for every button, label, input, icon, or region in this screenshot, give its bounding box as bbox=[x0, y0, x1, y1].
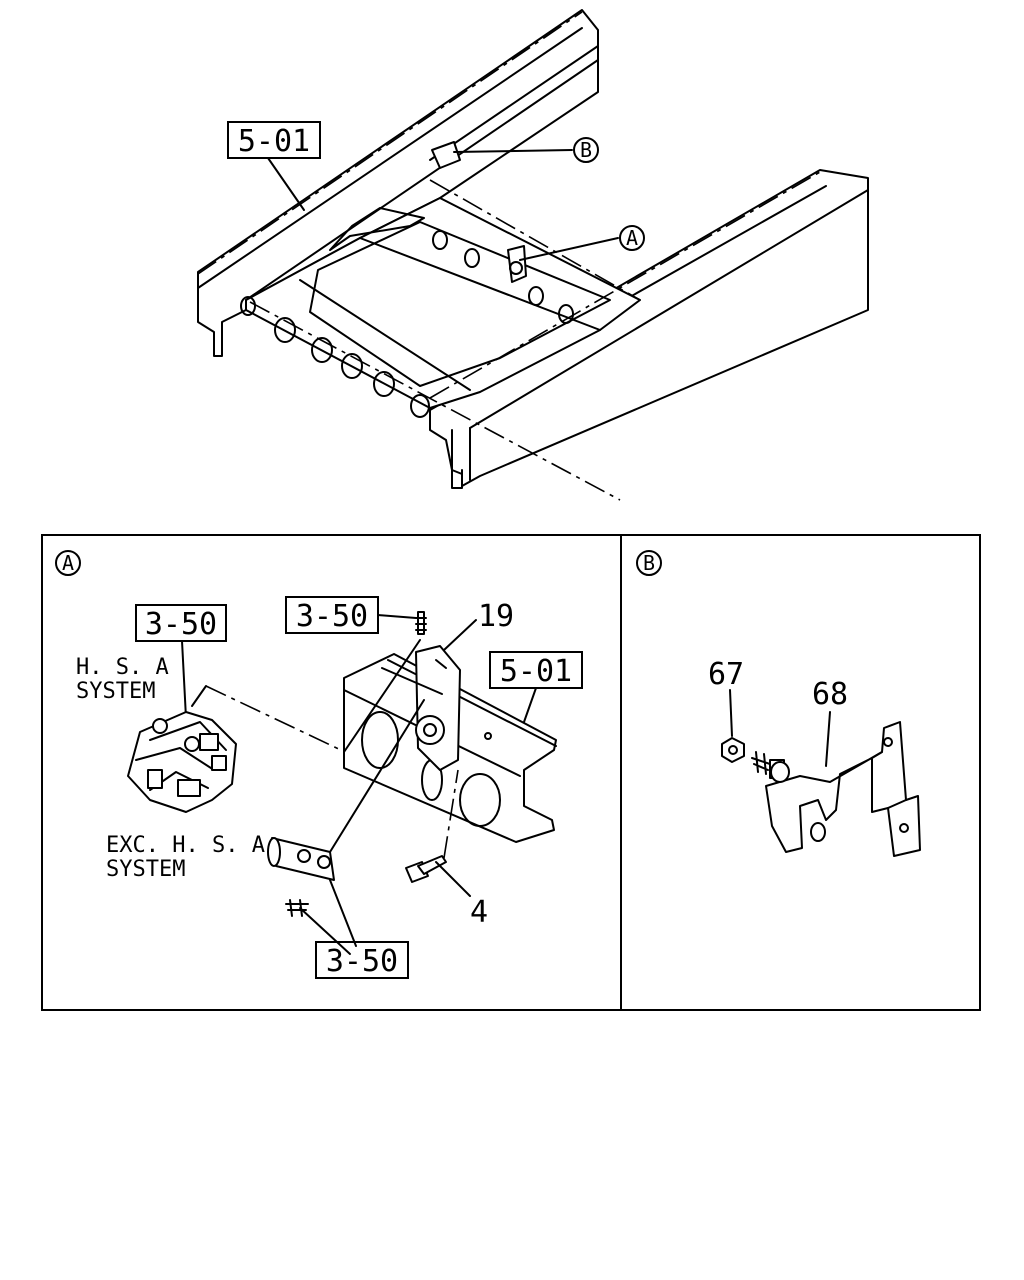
detail-panel-b: B 67 68 bbox=[636, 550, 921, 857]
frame-assembly-view: 5-01 B A bbox=[197, 9, 869, 501]
frame-ref-box bbox=[227, 121, 321, 159]
callout-a-label: A bbox=[626, 226, 638, 250]
bracket-68 bbox=[765, 721, 921, 857]
svg-text:3-50: 3-50 bbox=[296, 599, 368, 634]
panel-b-badge: B bbox=[636, 550, 662, 576]
detail-panel-a: A H. S. A SYSTEM EXC. H. S. A SYSTEM 3-5… bbox=[55, 550, 583, 979]
hose-fitting bbox=[267, 837, 335, 881]
svg-text:5-01: 5-01 bbox=[500, 654, 572, 689]
callout-b-label: B bbox=[580, 138, 592, 162]
part-number-4: 4 bbox=[470, 895, 488, 930]
bracket-b-location bbox=[431, 141, 461, 169]
callout-b[interactable]: B bbox=[573, 137, 599, 163]
part-number-68: 68 bbox=[812, 677, 848, 712]
svg-text:3-50: 3-50 bbox=[145, 607, 217, 642]
hsa-text-line2: SYSTEM bbox=[76, 679, 155, 704]
bracket-19 bbox=[381, 645, 461, 771]
detail-panels-border bbox=[41, 534, 981, 1011]
frame-ref-label: 5-01 bbox=[238, 124, 310, 159]
part-number-19: 19 bbox=[478, 599, 514, 634]
stud-bottom bbox=[285, 899, 309, 917]
svg-text:3-50: 3-50 bbox=[326, 944, 398, 979]
svg-text:A: A bbox=[62, 551, 74, 575]
stud-top bbox=[415, 611, 427, 635]
callout-a[interactable]: A bbox=[619, 225, 645, 251]
hsa-text-line1: H. S. A bbox=[76, 655, 169, 680]
ref-box-3-50-bottom bbox=[315, 941, 409, 979]
exc-hsa-text-line1: EXC. H. S. A bbox=[106, 833, 265, 858]
hsa-valve-assembly bbox=[127, 711, 237, 813]
bolt-4 bbox=[405, 855, 447, 883]
nut-67 bbox=[721, 737, 745, 763]
part-number-67: 67 bbox=[708, 657, 744, 692]
exc-hsa-text-line2: SYSTEM bbox=[106, 857, 185, 882]
svg-text:B: B bbox=[643, 551, 655, 575]
panel-a-badge: A bbox=[55, 550, 81, 576]
